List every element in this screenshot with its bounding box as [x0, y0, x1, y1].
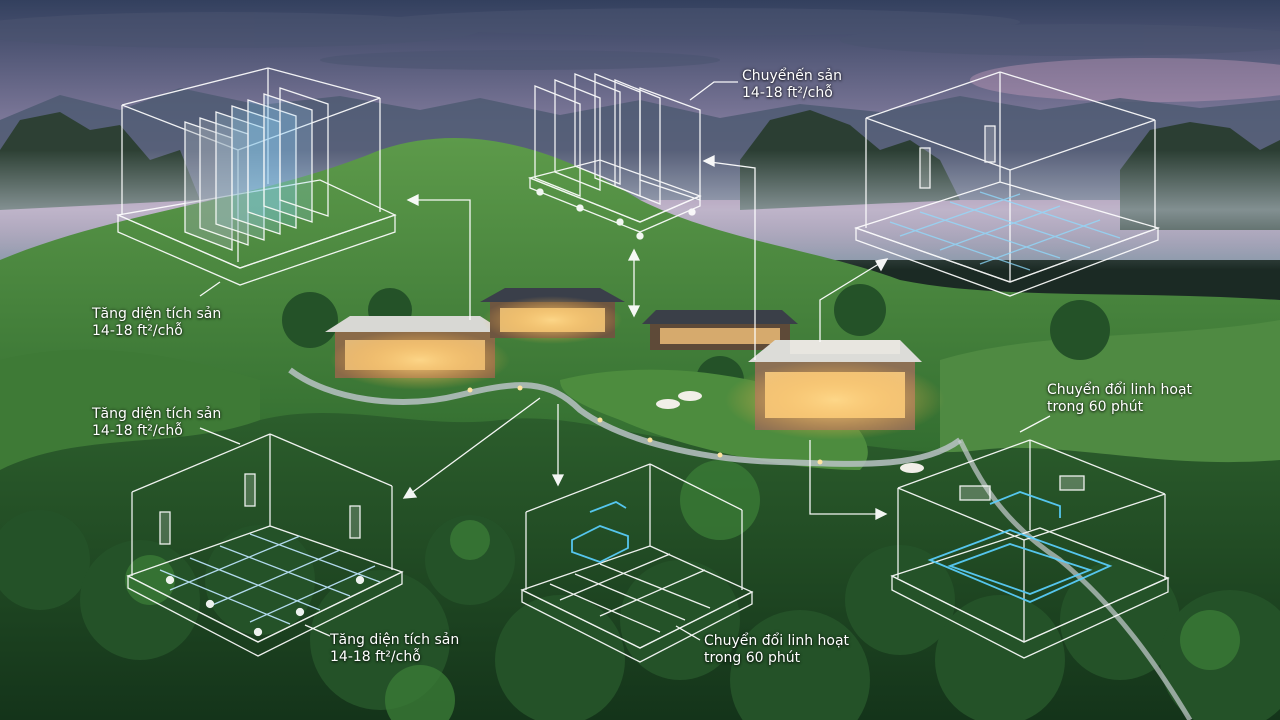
tree-highlights: [125, 460, 1240, 720]
callout-bottom-center: Chuyển đổi linh hoạt trong 60 phút: [704, 633, 849, 667]
arrow-icon: [627, 248, 641, 318]
floor-grid: [889, 191, 1121, 271]
villa-left: [325, 316, 510, 390]
wireframe-module-icon: [890, 439, 1170, 659]
callout-line-1: Tăng diện tích sản: [330, 632, 460, 648]
callout-bottom-left: Tăng diện tích sản 14-18 ft²/chỗ: [330, 632, 459, 666]
wireframe-module-icon: [115, 67, 397, 286]
support-feet: [536, 188, 696, 240]
wireframe-module-icon: [520, 463, 754, 663]
wireframe-module-icon: [853, 71, 1161, 297]
callout-line-1: Chuyển đổi linh hoạt: [1047, 382, 1193, 398]
arrow-icon: [702, 154, 756, 360]
sunset-glow: [970, 58, 1280, 102]
floor-grid: [159, 533, 381, 625]
callout-line-1: Chuyểnến sản: [742, 68, 842, 84]
callout-line-2: 14-18 ft²/chỗ: [330, 649, 421, 665]
pathway-lamps: [467, 385, 823, 465]
panel-stack: [184, 87, 329, 251]
arrow-icon: [809, 440, 888, 521]
callout-line-1: Tăng diện tích sản: [92, 406, 222, 422]
callout-leader: [199, 81, 1051, 641]
arrow-icon: [551, 404, 565, 487]
callout-right-middle: Chuyển đổi linh hoạt trong 60 phút: [1047, 382, 1192, 416]
vertical-panels: [534, 73, 701, 205]
floor-grid: [549, 553, 711, 633]
tree-clumps: [0, 284, 1280, 720]
arrow-icon: [819, 258, 889, 342]
callout-line-2: 14-18 ft²/chỗ: [92, 423, 183, 439]
callout-line-2: 14-18 ft²/chỗ: [742, 85, 833, 101]
callout-line-1: Chuyển đổi linh hoạt: [704, 633, 850, 649]
wireframe-module-icon: [126, 433, 404, 657]
callout-left-upper: Tăng diện tích sản 14-18 ft²/chỗ: [92, 306, 221, 340]
wireframe-module-icon: [527, 73, 702, 240]
villa-right: [725, 340, 945, 440]
arrow-icon: [406, 193, 471, 320]
villa-back: [480, 288, 625, 344]
callout-line-1: Tăng diện tích sản: [92, 306, 222, 322]
support-feet: [165, 575, 365, 637]
callout-line-2: trong 60 phút: [704, 650, 801, 666]
callout-line-2: trong 60 phút: [1047, 399, 1144, 415]
garden-path: [288, 367, 962, 467]
lodge-center: [642, 310, 798, 350]
clouds: [0, 8, 1280, 70]
callout-left-middle: Tăng diện tích sản 14-18 ft²/chỗ: [92, 406, 221, 440]
callout-line-2: 14-18 ft²/chỗ: [92, 323, 183, 339]
arrow-icon: [402, 397, 541, 499]
patio-furniture: [656, 391, 924, 473]
blue-fixture: [927, 491, 1113, 603]
callout-top-center: Chuyểnến sản 14-18 ft²/chỗ: [742, 68, 842, 102]
blue-fixture: [571, 501, 629, 563]
